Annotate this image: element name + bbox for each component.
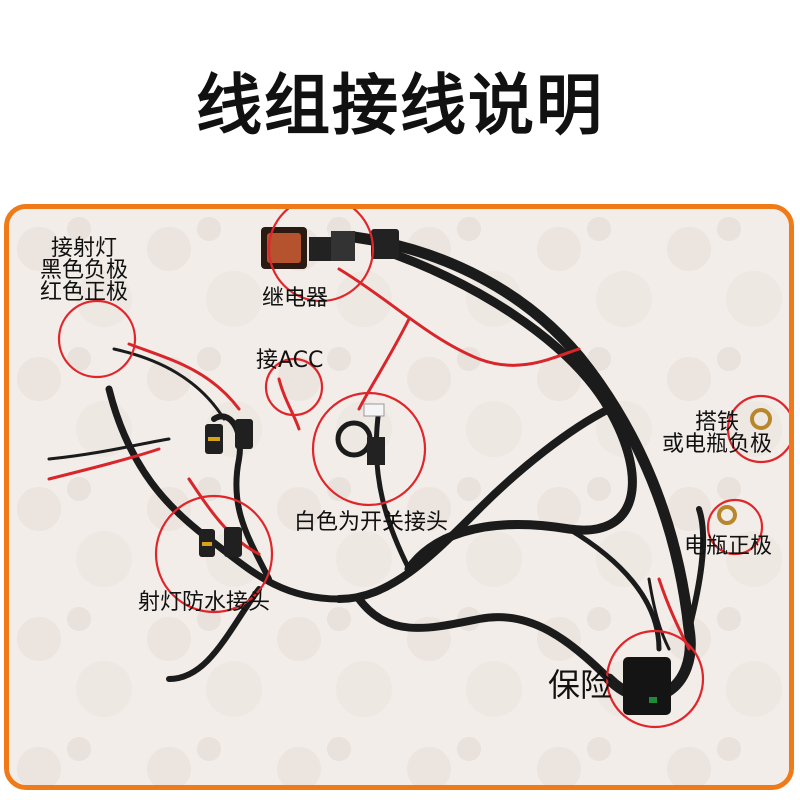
label-ground-line2: 或电瓶负极: [662, 432, 773, 457]
circle-switch: [311, 391, 427, 507]
circle-ground: [726, 394, 789, 464]
label-fuse: 保险: [548, 666, 613, 704]
battery-ring-terminal: [717, 505, 737, 525]
circle-battery-positive: [706, 498, 764, 556]
label-acc: 接ACC: [256, 348, 324, 373]
spotlight-connectors: [199, 419, 253, 557]
fuse-box: [623, 657, 671, 715]
relay-device: [261, 227, 355, 269]
page-title: 线组接线说明: [196, 67, 604, 144]
circle-relay: [267, 209, 375, 303]
label-switch: 白色为开关接头: [294, 510, 449, 535]
circle-acc: [264, 357, 324, 417]
label-spotlight-line2: 黑色负极: [40, 258, 129, 283]
circle-waterproof: [154, 494, 274, 614]
label-ground-line1: 搭铁: [695, 410, 740, 435]
label-relay: 继电器: [262, 286, 329, 311]
black-wire-loom: [105, 231, 707, 703]
circle-fuse: [605, 629, 705, 729]
harness-illustration: [9, 209, 789, 785]
circle-spotlight-wires: [57, 299, 137, 379]
label-spotlight: 接射灯 黑色负极 红色正极: [40, 238, 128, 304]
annotation-circles: [57, 209, 789, 729]
thin-black-wires: [47, 347, 671, 651]
label-ground: 搭铁 或电瓶负极: [662, 412, 772, 456]
relay-connector: [371, 229, 399, 259]
label-waterproof: 射灯防水接头: [138, 590, 271, 615]
ground-ring-terminal: [750, 408, 772, 430]
wiring-harness-photo: [4, 204, 794, 790]
switch-connector: [335, 403, 385, 465]
label-battery-positive: 电瓶正极: [684, 534, 773, 559]
label-spotlight-line1: 接射灯: [51, 236, 118, 261]
label-spotlight-line3: 红色正极: [40, 280, 129, 305]
